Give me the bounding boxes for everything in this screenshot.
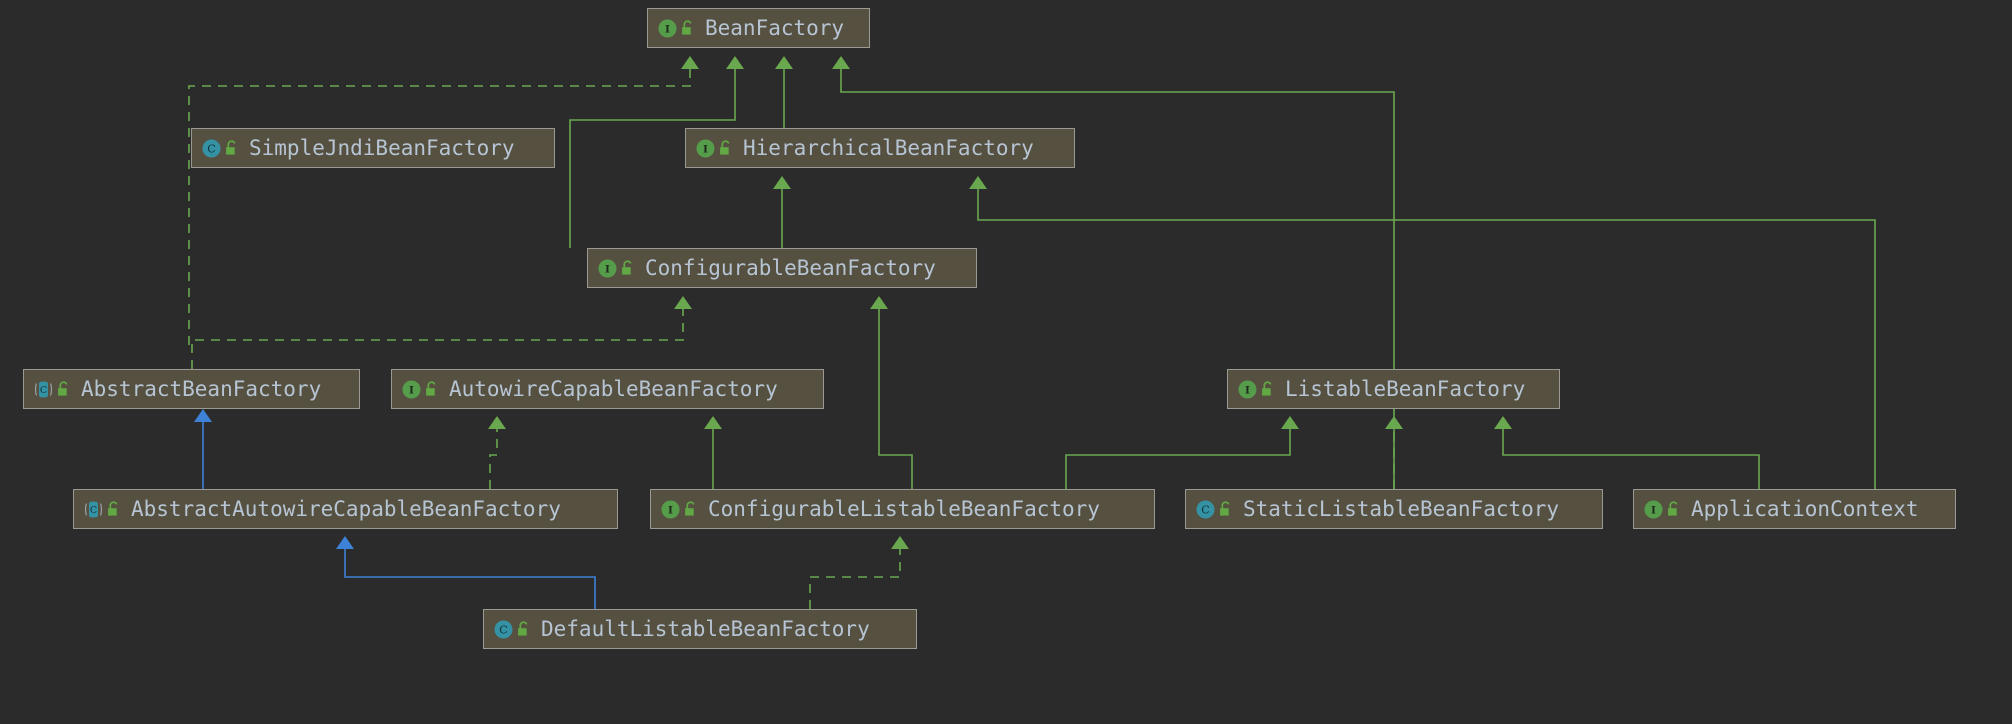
arrowhead <box>891 536 909 549</box>
arrowhead <box>832 56 850 69</box>
arrowhead <box>681 56 699 69</box>
arrowhead <box>488 416 506 429</box>
class-node-label: AbstractAutowireCapableBeanFactory <box>131 496 561 521</box>
interface-icon: I <box>661 500 680 519</box>
edge-applicationContext-to-hierarchicalBeanFactory <box>969 176 1876 489</box>
edge-defaultListableBeanFactory-to-configurableListableBeanFactory <box>809 536 909 609</box>
svg-text:I: I <box>1651 504 1656 516</box>
edge-abstractBeanFactory-to-configurableBeanFactory <box>191 296 692 369</box>
class-node-label: SimpleJndiBeanFactory <box>249 135 515 160</box>
class-node-beanFactory[interactable]: I BeanFactory <box>647 8 870 48</box>
svg-text:C: C <box>40 385 47 396</box>
arrowhead <box>1281 416 1299 429</box>
edge-configurableListableBeanFactory-to-autowireCapableBeanFactory <box>704 416 722 489</box>
edge-abstractAutowireCapableBeanFactory-to-abstractBeanFactory <box>194 409 212 489</box>
arrowhead <box>674 296 692 309</box>
class-node-abstractBeanFactory[interactable]: C AbstractBeanFactory <box>23 369 360 409</box>
unlocked-lock-icon <box>56 380 72 398</box>
arrowhead <box>194 409 212 422</box>
edge-defaultListableBeanFactory-to-abstractAutowireCapableBeanFactory <box>336 536 596 609</box>
unlocked-lock-icon <box>224 139 240 157</box>
class-node-configurableBeanFactory[interactable]: I ConfigurableBeanFactory <box>587 248 977 288</box>
class-node-autowireCapableBeanFactory[interactable]: I AutowireCapableBeanFactory <box>391 369 824 409</box>
class-node-label: ListableBeanFactory <box>1285 376 1526 401</box>
class-node-label: StaticListableBeanFactory <box>1243 496 1560 521</box>
unlocked-lock-icon <box>683 500 699 518</box>
edge-configurableListableBeanFactory-to-listableBeanFactory <box>1065 416 1299 489</box>
edge-staticListableBeanFactory-to-listableBeanFactory <box>1385 416 1403 489</box>
class-node-label: AbstractBeanFactory <box>81 376 322 401</box>
arrowhead <box>969 176 987 189</box>
class-node-listableBeanFactory[interactable]: I ListableBeanFactory <box>1227 369 1560 409</box>
abstract-class-icon: C <box>34 380 53 399</box>
class-node-hierarchicalBeanFactory[interactable]: I HierarchicalBeanFactory <box>685 128 1075 168</box>
edge-applicationContext-to-listableBeanFactory <box>1494 416 1760 489</box>
unlocked-lock-icon <box>424 380 440 398</box>
edge-abstractAutowireCapableBeanFactory-to-autowireCapableBeanFactory <box>488 416 506 489</box>
unlocked-lock-icon <box>718 139 734 157</box>
svg-text:I: I <box>1245 384 1250 396</box>
interface-icon: I <box>402 380 421 399</box>
class-node-label: ConfigurableListableBeanFactory <box>708 496 1100 521</box>
svg-text:I: I <box>665 23 670 35</box>
edge-configurableListableBeanFactory-to-configurableBeanFactory <box>870 296 913 489</box>
class-icon: C <box>1196 500 1215 519</box>
arrowhead <box>336 536 354 549</box>
arrowhead <box>1494 416 1512 429</box>
class-node-defaultListableBeanFactory[interactable]: C DefaultListableBeanFactory <box>483 609 917 649</box>
arrowhead <box>773 176 791 189</box>
unlocked-lock-icon <box>680 19 696 37</box>
class-node-label: ConfigurableBeanFactory <box>645 255 936 280</box>
unlocked-lock-icon <box>620 259 636 277</box>
arrowhead <box>704 416 722 429</box>
arrowhead <box>726 56 744 69</box>
edge-hierarchicalBeanFactory-to-beanFactory <box>775 56 793 128</box>
class-node-label: ApplicationContext <box>1691 496 1919 521</box>
svg-text:C: C <box>90 505 97 516</box>
interface-icon: I <box>658 19 677 38</box>
abstract-class-icon: C <box>84 500 103 519</box>
svg-text:C: C <box>1201 503 1209 516</box>
class-node-label: AutowireCapableBeanFactory <box>449 376 778 401</box>
class-icon: C <box>202 139 221 158</box>
arrowhead <box>1385 416 1403 429</box>
interface-icon: I <box>1644 500 1663 519</box>
svg-text:I: I <box>409 384 414 396</box>
svg-text:I: I <box>668 504 673 516</box>
class-node-staticListableBeanFactory[interactable]: C StaticListableBeanFactory <box>1185 489 1603 529</box>
unlocked-lock-icon <box>106 500 122 518</box>
class-node-label: HierarchicalBeanFactory <box>743 135 1034 160</box>
arrowhead <box>775 56 793 69</box>
edge-simpleJndiBeanFactory-to-beanFactory <box>188 56 699 345</box>
class-node-label: DefaultListableBeanFactory <box>541 616 870 641</box>
svg-text:C: C <box>207 142 215 155</box>
svg-text:I: I <box>703 143 708 155</box>
unlocked-lock-icon <box>1218 500 1234 518</box>
class-node-configurableListableBeanFactory[interactable]: I ConfigurableListableBeanFactory <box>650 489 1155 529</box>
svg-text:C: C <box>499 623 507 636</box>
class-icon: C <box>494 620 513 639</box>
arrowhead <box>870 296 888 309</box>
interface-icon: I <box>696 139 715 158</box>
edge-configurableBeanFactory-to-hierarchicalBeanFactory <box>773 176 791 248</box>
svg-text:I: I <box>605 263 610 275</box>
class-node-label: BeanFactory <box>705 15 845 40</box>
class-node-abstractAutowireCapableBeanFactory[interactable]: C AbstractAutowireCapableBeanFactory <box>73 489 618 529</box>
interface-icon: I <box>1238 380 1257 399</box>
class-node-simpleJndiBeanFactory[interactable]: C SimpleJndiBeanFactory <box>191 128 555 168</box>
unlocked-lock-icon <box>1666 500 1682 518</box>
interface-icon: I <box>598 259 617 278</box>
unlocked-lock-icon <box>1260 380 1276 398</box>
unlocked-lock-icon <box>516 620 532 638</box>
class-node-applicationContext[interactable]: I ApplicationContext <box>1633 489 1956 529</box>
